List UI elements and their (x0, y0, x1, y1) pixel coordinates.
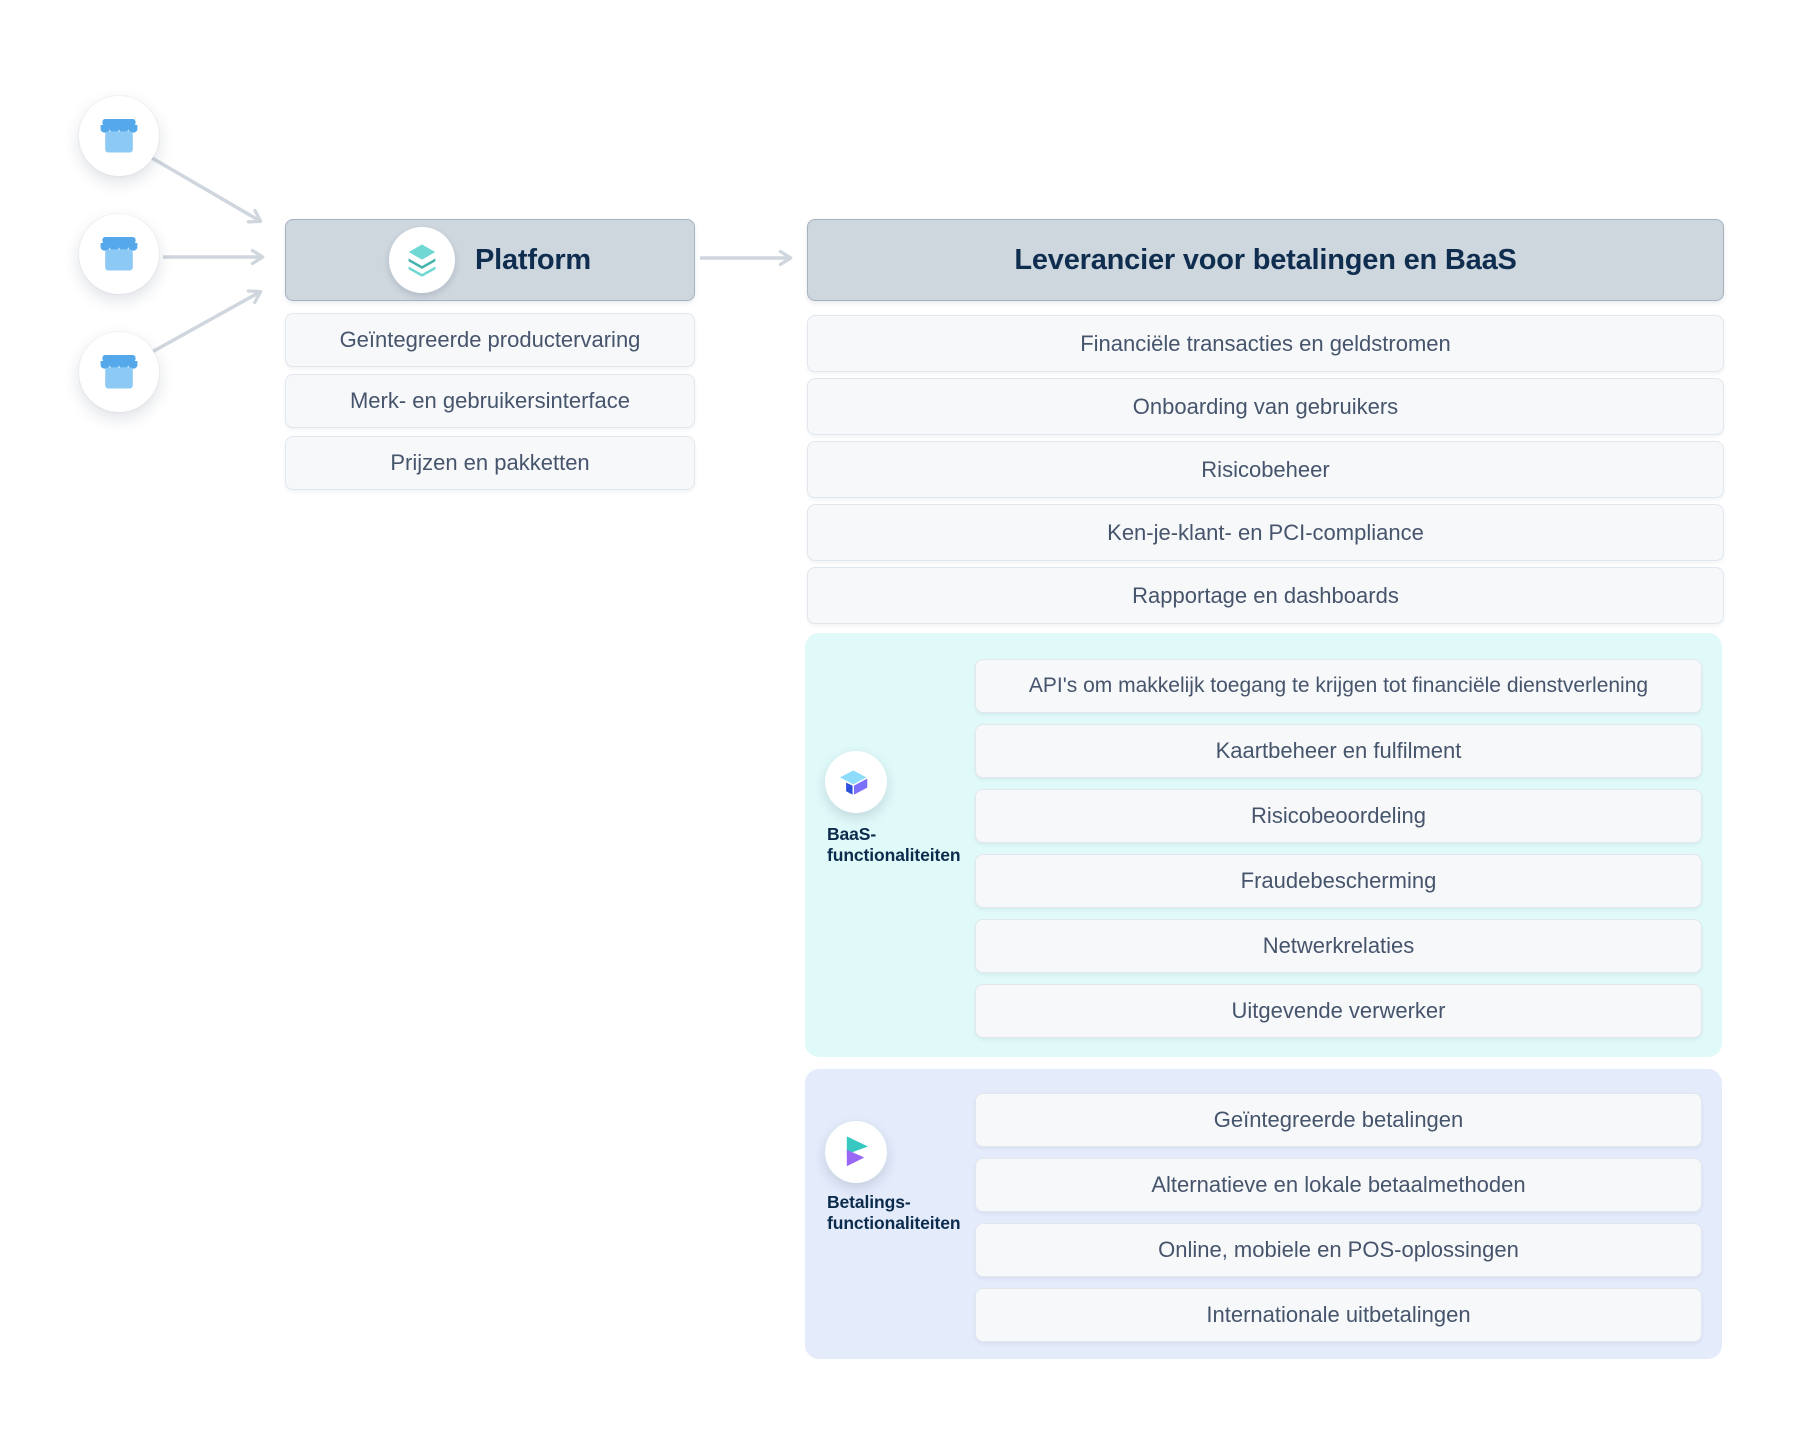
storefront-circle-1 (79, 96, 159, 176)
baas-item: API's om makkelijk toegang te krijgen to… (975, 659, 1702, 713)
baas-item: Uitgevende verwerker (975, 984, 1702, 1038)
payments-item: Online, mobiele en POS-oplossingen (975, 1223, 1702, 1277)
provider-item: Financiële transacties en geldstromen (807, 315, 1724, 372)
platform-item: Merk- en gebruikersinterface (285, 374, 695, 428)
storefront-icon (100, 118, 138, 153)
baas-item: Kaartbeheer en fulfilment (975, 724, 1702, 778)
payments-label: Betalings- functionaliteiten (827, 1192, 961, 1233)
baas-item: Netwerkrelaties (975, 919, 1702, 973)
storefront-icon (100, 354, 138, 389)
provider-item: Ken-je-klant- en PCI-compliance (807, 504, 1724, 561)
platform-item: Prijzen en pakketten (285, 436, 695, 490)
platform-title: Platform (474, 243, 592, 276)
arrow-store3-platform (151, 289, 263, 354)
provider-item: Onboarding van gebruikers (807, 378, 1724, 435)
payments-item: Geïntegreerde betalingen (975, 1093, 1702, 1147)
provider-title: Leverancier voor betalingen en BaaS (1014, 243, 1517, 276)
baas-item: Risicobeoordeling (975, 789, 1702, 843)
payments-icon (825, 1121, 887, 1183)
payments-item: Internationale uitbetalingen (975, 1288, 1702, 1342)
baas-item: Fraudebescherming (975, 854, 1702, 908)
provider-item: Rapportage en dashboards (807, 567, 1724, 624)
provider-header: Leverancier voor betalingen en BaaS (807, 219, 1724, 301)
payments-item: Alternatieve en lokale betaalmethoden (975, 1158, 1702, 1212)
baas-label: BaaS- functionaliteiten (827, 824, 961, 865)
platform-header: Platform (285, 219, 695, 301)
baas-cube-icon (825, 751, 887, 813)
storefront-circle-2 (79, 214, 159, 294)
provider-item: Risicobeheer (807, 441, 1724, 498)
storefront-icon (100, 236, 138, 271)
layers-icon (388, 227, 455, 293)
arrow-store1-platform (151, 156, 263, 224)
storefront-circle-3 (79, 332, 159, 412)
platform-item: Geïntegreerde productervaring (285, 313, 695, 367)
